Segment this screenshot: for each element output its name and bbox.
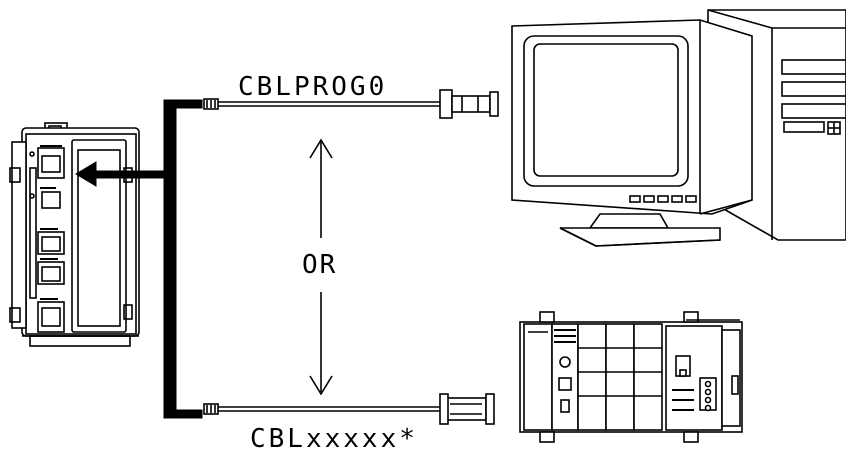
cable-bus [75,99,203,419]
or-label: OR [302,250,338,280]
or-arrow [309,138,333,396]
top-cable-label: CBLPROG0 [238,72,388,102]
left-device [9,122,140,347]
bottom-cable [203,393,495,425]
top-cable [203,89,499,119]
bottom-cable-label: CBLxxxxx* [250,424,418,454]
plc-rack [519,311,743,443]
pc-monitor [511,19,753,247]
